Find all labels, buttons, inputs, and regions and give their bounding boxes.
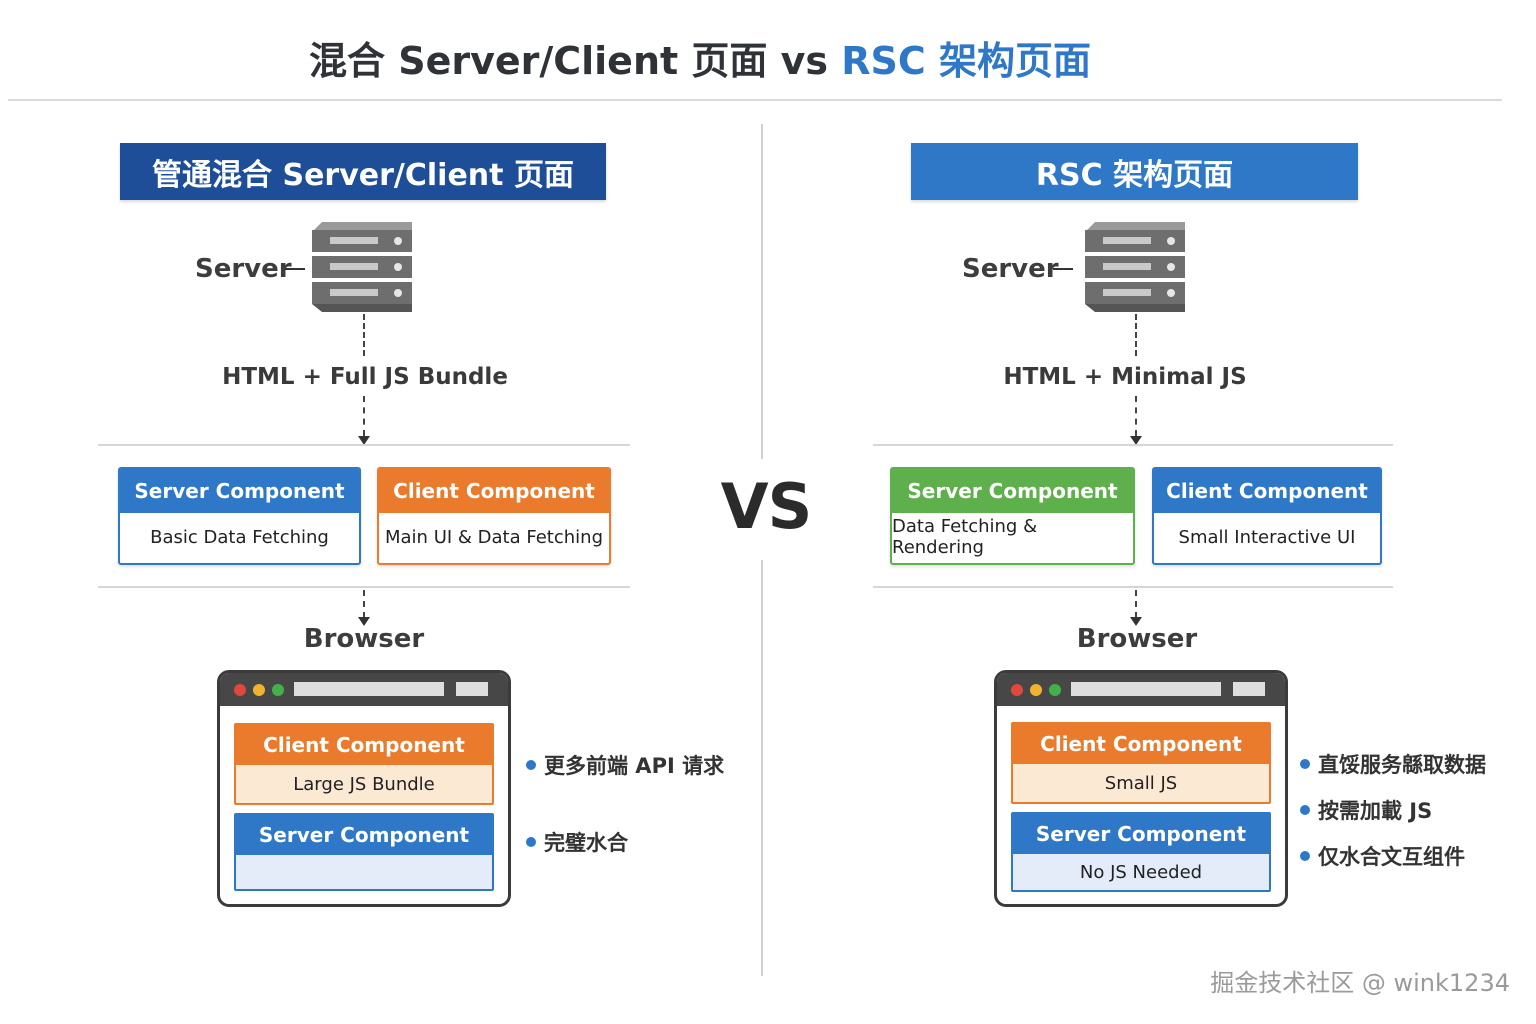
browser-title-bar [997,673,1285,706]
component-header: Server Component [892,469,1133,513]
toolbar-block [1233,682,1265,696]
left-browser-server-component: Server Component [234,813,494,891]
component-body: No JS Needed [1079,861,1203,883]
left-flow-label: HTML + Full JS Bundle [222,364,508,390]
left-note-item: 完璧水合 [526,827,628,857]
bullet-dot-icon [1300,805,1310,815]
component-body: Small Interactive UI [1178,526,1356,548]
left-browser-client-component: Client Component Large JS Bundle [234,723,494,805]
left-server-label: Server [195,254,292,284]
bullet-dot-icon [1300,759,1310,769]
toolbar-block [456,682,488,696]
note-text: 更多前端 API 请求 [544,754,725,778]
server-rack-icon [312,222,416,318]
left-browser-window: Client Component Large JS Bundle Server … [217,670,511,907]
address-bar [294,682,444,696]
right-client-component: Client Component Small Interactive UI [1152,467,1382,565]
left-separator-bottom [98,586,630,588]
vs-label: VS [720,470,813,543]
component-header: Server Component [1013,814,1269,854]
left-panel-title: 管通混合 Server/Client 页面 [120,143,606,200]
left-arrow-down-icon [358,617,370,626]
close-dot-icon [234,684,246,696]
right-browser-label: Browser [1076,624,1198,654]
note-text: 按需加載 JS [1318,799,1433,823]
address-bar [1071,682,1221,696]
right-dashed-line-2 [1135,396,1137,436]
right-dashed-line-3 [1135,590,1137,618]
right-arrow-down-icon [1130,617,1142,626]
right-server-label: Server [962,254,1059,284]
right-server-connector [1053,268,1073,270]
center-divider-top [761,124,763,459]
browser-title-bar [220,673,508,706]
right-browser-server-component: Server Component No JS Needed [1011,812,1271,892]
component-body: Large JS Bundle [293,773,435,795]
component-body: Main UI & Data Fetching [385,526,603,548]
right-arrow-down-icon [1130,436,1142,445]
right-note-item: 仅水合文互组件 [1300,841,1465,871]
note-text: 完璧水合 [544,831,628,855]
right-panel-title: RSC 架构页面 [911,143,1358,200]
left-separator-top [98,444,630,446]
right-note-item: 直馁服务緜取数据 [1300,749,1486,779]
title-divider [8,99,1502,101]
minimize-dot-icon [1030,684,1042,696]
component-header: Client Component [1013,724,1269,764]
right-browser-window: Client Component Small JS Server Compone… [994,670,1288,907]
component-header: Client Component [379,469,609,513]
component-body: Basic Data Fetching [150,526,329,548]
left-client-component: Client Component Main UI & Data Fetching [377,467,611,565]
note-text: 直馁服务緜取数据 [1318,753,1486,777]
watermark: 掘金技术社区 @ wink1234 [1210,969,1510,997]
minimize-dot-icon [253,684,265,696]
left-dashed-line-1 [363,314,365,356]
right-separator-bottom [873,586,1393,588]
component-body: Data Fetching & Rendering [892,516,1038,558]
page-title: 混合 Server/Client 页面 vs RSC 架构页面 [0,30,1400,85]
title-prefix: 混合 Server/Client 页面 vs [308,39,829,83]
left-arrow-down-icon [358,436,370,445]
close-dot-icon [1011,684,1023,696]
left-note-item: 更多前端 API 请求 [526,750,724,780]
right-flow-label: HTML + Minimal JS [1003,364,1247,390]
bullet-dot-icon [526,760,536,770]
bullet-dot-icon [1300,851,1310,861]
right-dashed-line-1 [1135,314,1137,356]
component-body [236,855,492,889]
right-note-item: 按需加載 JS [1300,795,1432,825]
right-browser-client-component: Client Component Small JS [1011,722,1271,804]
left-dashed-line-3 [363,590,365,618]
left-browser-label: Browser [303,624,425,654]
server-rack-icon [1085,222,1189,318]
left-dashed-line-2 [363,396,365,436]
maximize-dot-icon [1049,684,1061,696]
component-body: Small JS [1104,772,1178,794]
left-server-connector [285,268,305,270]
bullet-dot-icon [526,837,536,847]
right-server-component: Server Component Data Fetching & Renderi… [890,467,1135,565]
component-header: Server Component [236,815,492,855]
note-text: 仅水合文互组件 [1318,845,1465,869]
maximize-dot-icon [272,684,284,696]
title-accent: RSC 架构页面 [841,39,1092,83]
left-server-component: Server Component Basic Data Fetching [118,467,361,565]
right-separator-top [873,444,1393,446]
component-header: Server Component [120,469,359,513]
component-header: Client Component [236,725,492,765]
center-divider-bottom [761,560,763,976]
component-header: Client Component [1154,469,1380,513]
